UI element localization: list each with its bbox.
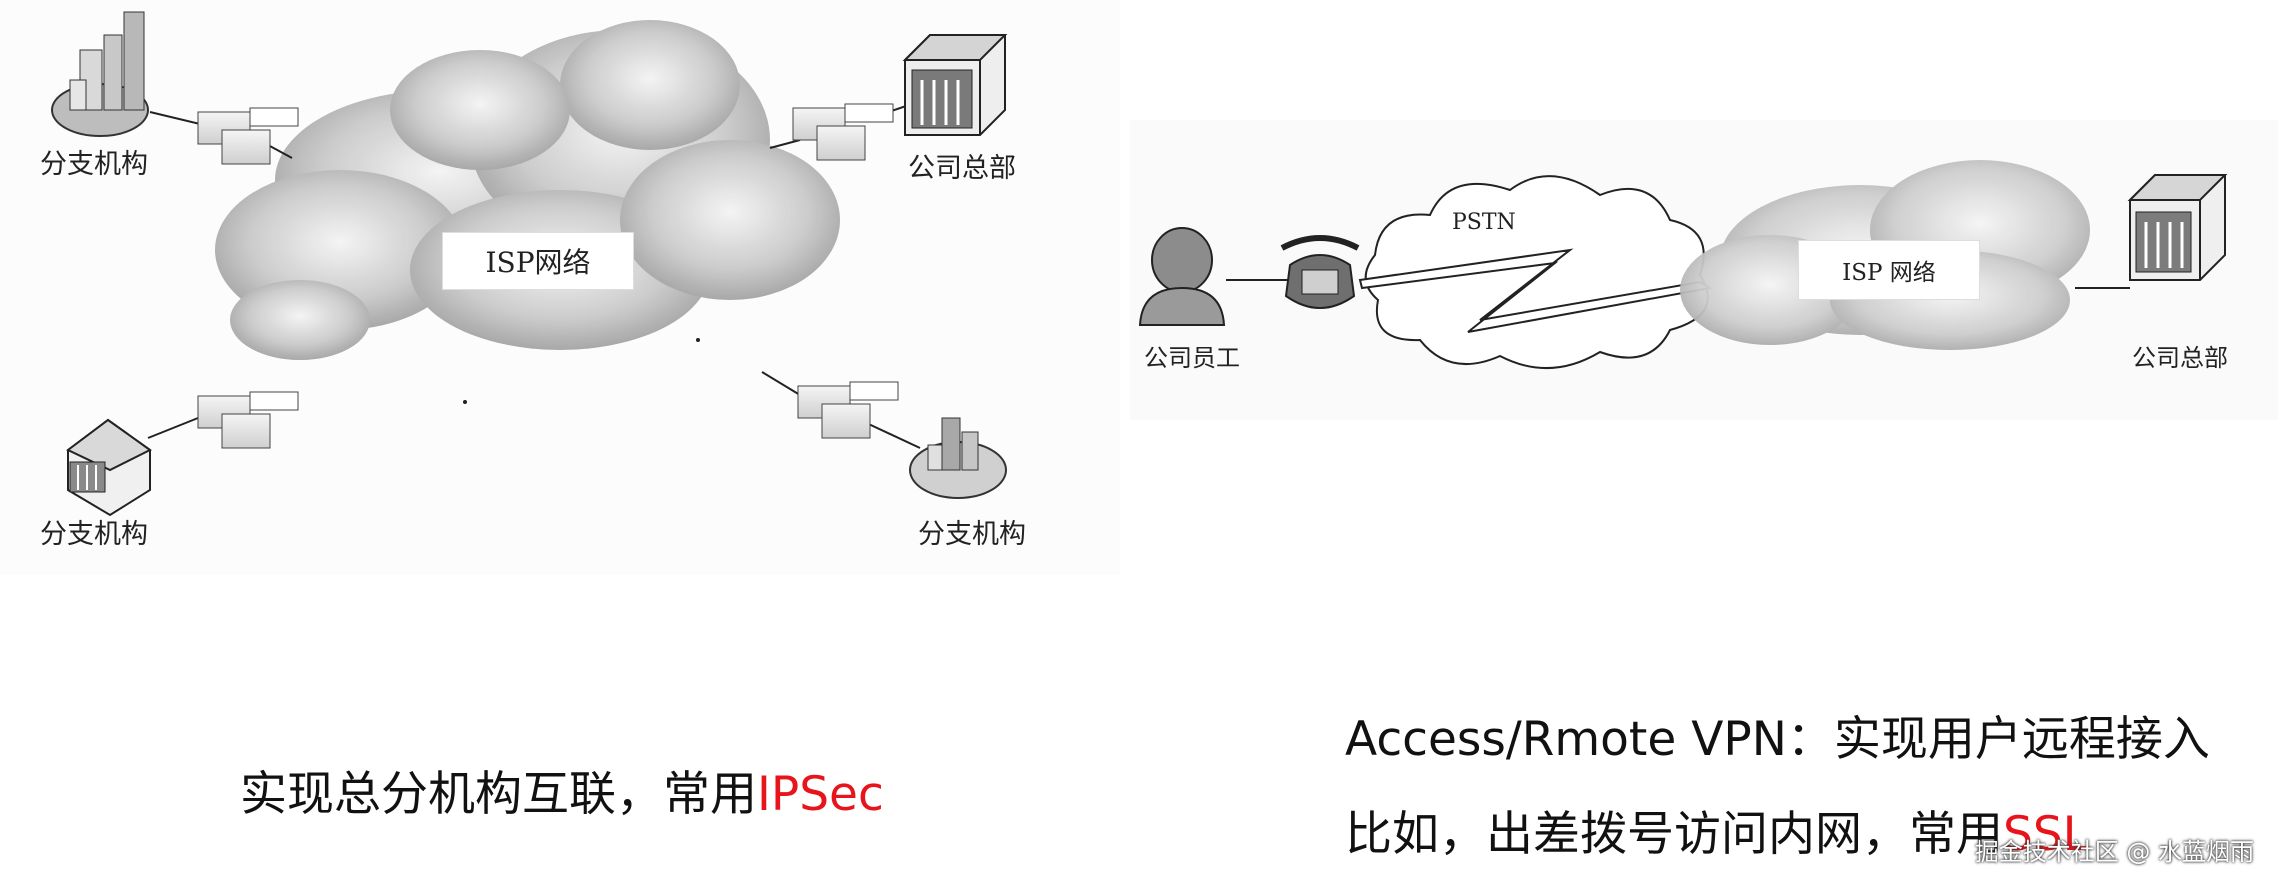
pstn-label: PSTN xyxy=(1452,210,1516,235)
vpn-gateway-icon xyxy=(197,107,299,165)
branch-city-icon xyxy=(909,417,1007,499)
site-to-site-caption: 实现总分机构互联，常用IPSec xyxy=(240,755,884,824)
branch-label-bottom-left: 分支机构 xyxy=(40,519,148,550)
branch-label-top-left: 分支机构 xyxy=(40,149,148,180)
caption-highlight: IPSec xyxy=(757,767,884,822)
telephone-icon xyxy=(1280,235,1360,309)
branch-building-icon xyxy=(66,418,152,517)
employee-label: 公司员工 xyxy=(1144,344,1240,372)
hq-label: 公司总部 xyxy=(2132,344,2228,372)
branch-city-icon xyxy=(51,11,149,137)
branch-label-bottom-right: 分支机构 xyxy=(918,519,1026,550)
headquarters-building-icon xyxy=(2127,174,2228,281)
employee-person-icon xyxy=(1138,227,1226,326)
remote-access-caption-line2: 比如，出差拨号访问内网，常用SSL xyxy=(1345,795,2089,864)
site-to-site-vpn-diagram: ISP网络 分支机构 公司总部 分支机构 分支机构 xyxy=(0,0,1120,575)
remote-access-vpn-diagram: 公司员工 PSTN ISP 网络 公司总部 xyxy=(1130,120,2278,420)
vpn-gateway-icon xyxy=(197,391,299,449)
isp-cloud xyxy=(215,20,840,360)
caption-highlight: SSL xyxy=(2003,807,2089,862)
vpn-gateway-icon xyxy=(797,381,899,439)
vpn-gateway-icon xyxy=(792,103,894,161)
watermark: 掘金技术社区 @ 水蓝烟雨 xyxy=(1974,838,2254,866)
caption-text: 实现总分机构互联，常用 xyxy=(240,767,757,822)
caption-text: 比如，出差拨号访问内网，常用 xyxy=(1345,807,2003,862)
site-to-site-vpn-graphic xyxy=(51,11,1008,517)
remote-access-vpn-graphic xyxy=(1138,160,2228,370)
isp-network-label: ISP网络 xyxy=(442,232,634,290)
headquarters-building-icon xyxy=(902,34,1008,136)
hq-label: 公司总部 xyxy=(908,153,1016,184)
isp-network-label: ISP 网络 xyxy=(1798,240,1980,300)
remote-access-caption-line1: Access/Rmote VPN：实现用户远程接入 xyxy=(1345,712,2210,767)
